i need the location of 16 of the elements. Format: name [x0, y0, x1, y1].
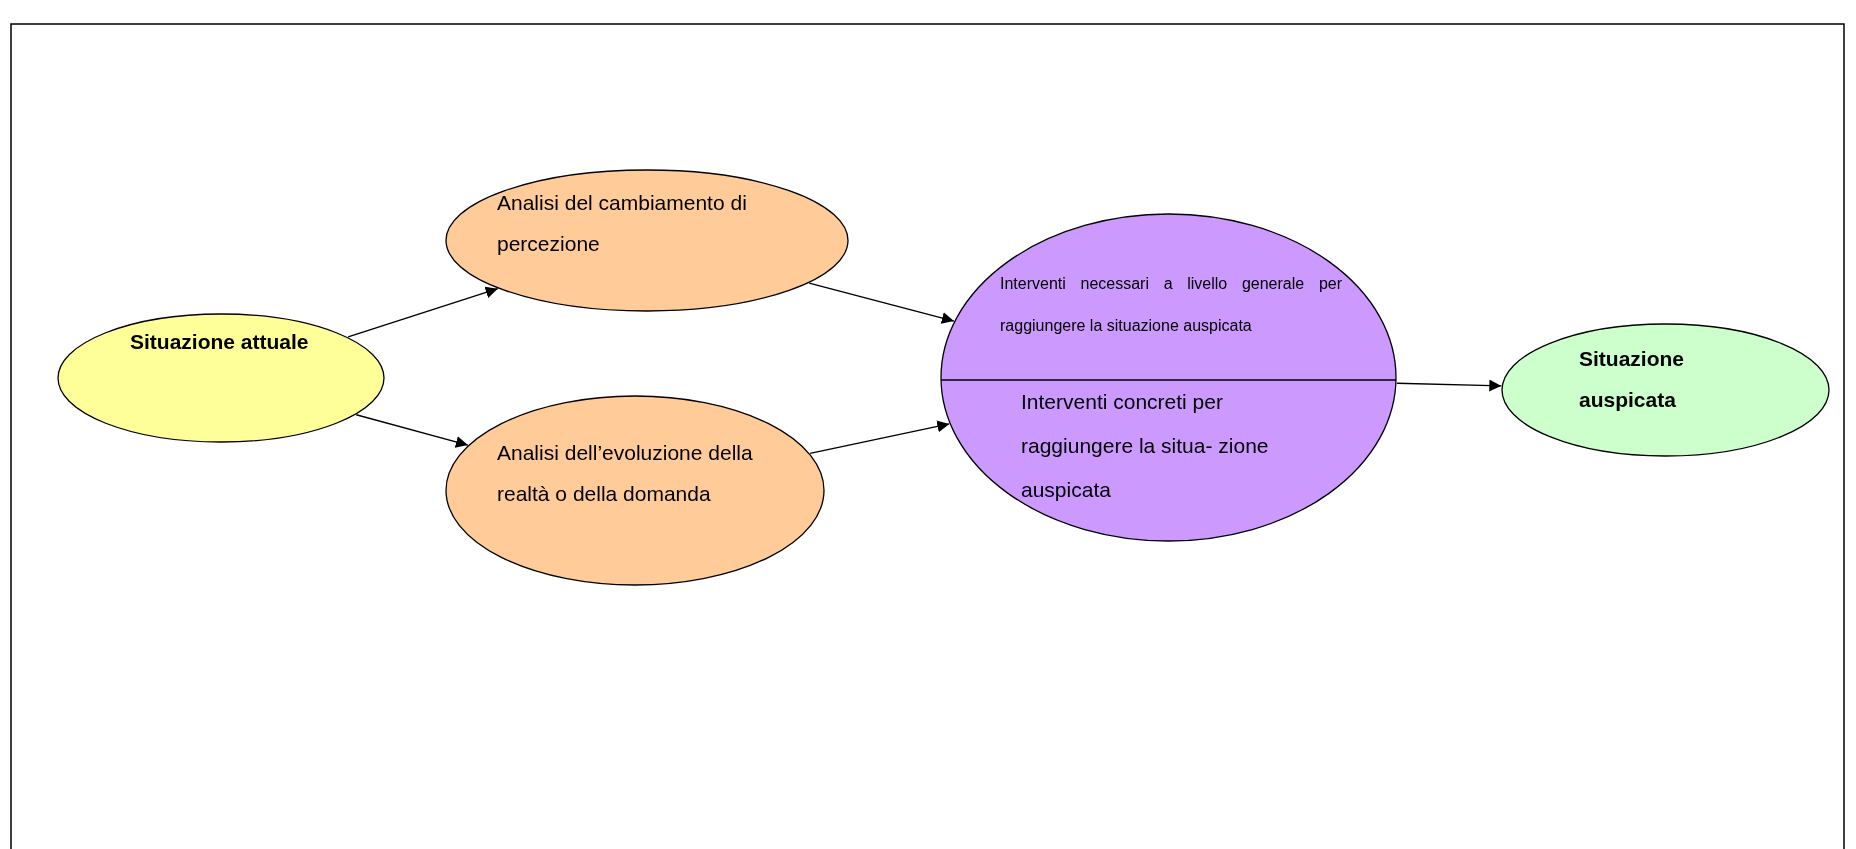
arrow: [355, 414, 469, 448]
arrow: [347, 286, 499, 338]
node-text: Analisi del cambiamento di percezione: [497, 190, 748, 257]
ellipse-node: [1501, 323, 1830, 457]
node-text: Interventi necessari a livello generale per raggiungere la situazione auspicata: [1000, 274, 1342, 336]
arrow: [809, 420, 950, 455]
node-text: Interventi concreti per raggiungere la situa- zione auspicata: [1021, 389, 1270, 503]
ellipse-node: [57, 313, 385, 443]
ellipse-node: [445, 395, 825, 586]
node-text: Situazione auspicata: [1579, 346, 1685, 413]
node-text: Analisi dell’evoluzione della realtà o della domanda: [497, 440, 754, 507]
arrow: [808, 282, 955, 324]
node-text: Situazione attuale: [130, 329, 310, 355]
ellipse-node: [445, 169, 849, 312]
arrow: [1396, 379, 1502, 392]
ellipse-node: [940, 213, 1397, 542]
